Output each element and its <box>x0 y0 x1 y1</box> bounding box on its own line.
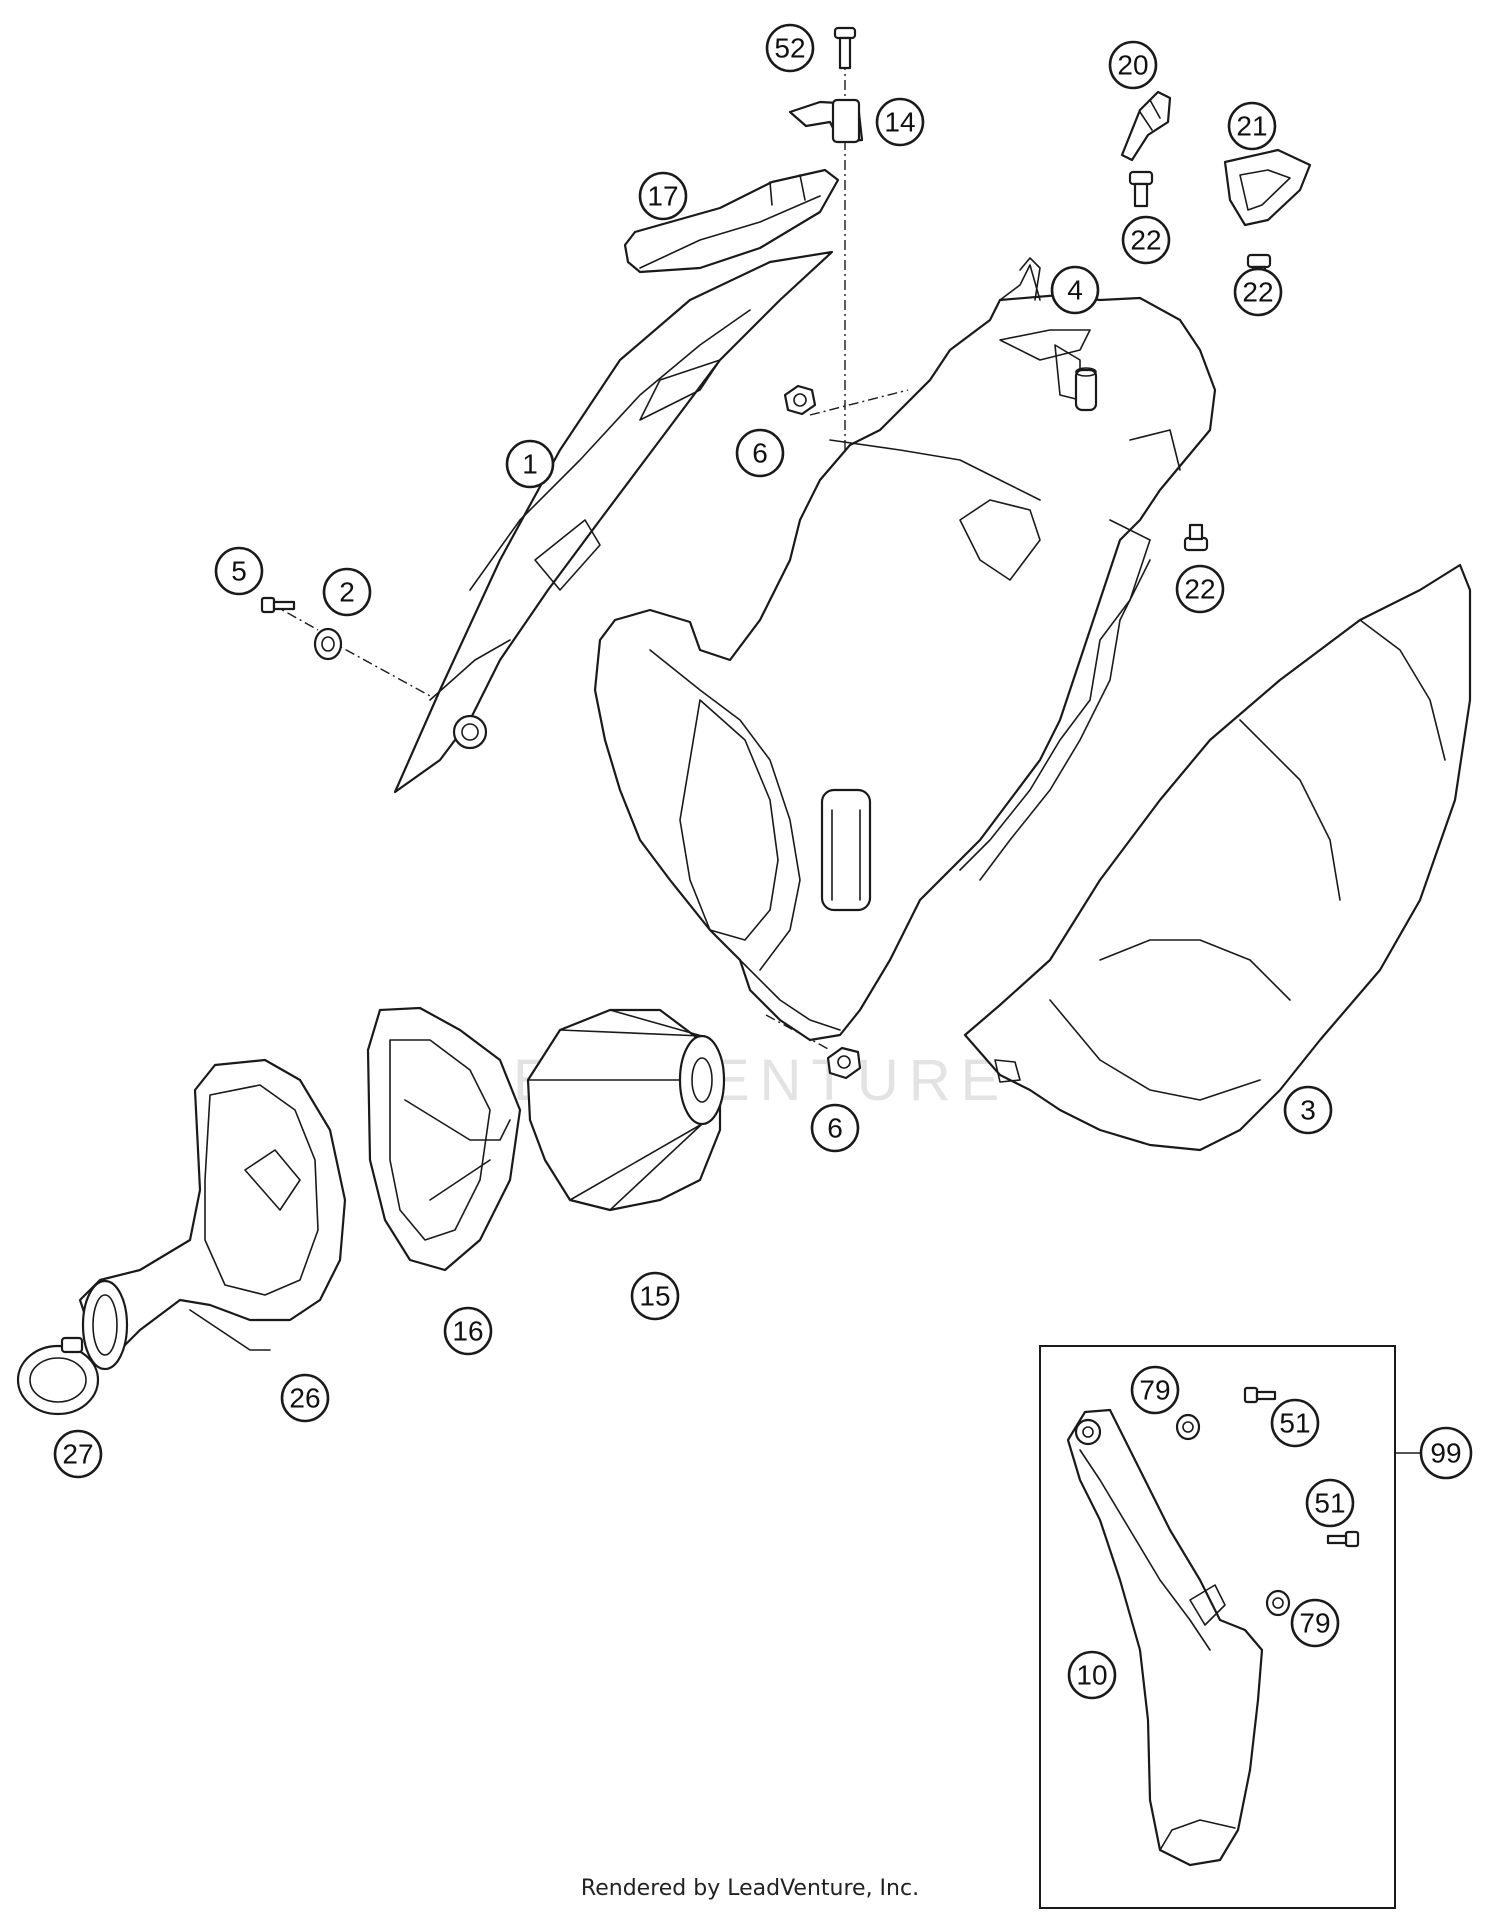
callout-10: 10 <box>1067 1650 1117 1700</box>
callout-6-lower: 6 <box>810 1103 860 1153</box>
part-51-screw-upper <box>1243 1386 1277 1404</box>
callout-79-upper: 79 <box>1130 1365 1180 1415</box>
part-15-filter <box>526 1008 726 1212</box>
callout-4: 4 <box>1050 265 1100 315</box>
part-16-filter-cage <box>366 1006 522 1272</box>
kit-99-box <box>1039 1345 1396 1909</box>
callout-22-c: 22 <box>1175 564 1225 614</box>
svg-text:16: 16 <box>452 1316 483 1347</box>
part-6-nut-upper <box>783 384 817 416</box>
svg-text:26: 26 <box>289 1383 320 1414</box>
part-79-washer-upper <box>1175 1413 1201 1441</box>
part-51-screw-lower <box>1326 1530 1360 1548</box>
svg-text:5: 5 <box>231 556 247 587</box>
svg-text:21: 21 <box>1236 111 1267 142</box>
part-10-number-plate <box>1066 1408 1264 1867</box>
callout-14: 14 <box>875 97 925 147</box>
svg-text:27: 27 <box>62 1439 93 1470</box>
part-52-screw <box>833 26 857 70</box>
callout-3: 3 <box>1283 1085 1333 1135</box>
part-14-clip <box>788 98 864 144</box>
svg-text:22: 22 <box>1242 277 1273 308</box>
part-6-nut-lower <box>826 1046 862 1080</box>
svg-text:4: 4 <box>1067 275 1083 306</box>
footer-credit: Rendered by LeadVenture, Inc. <box>580 1876 920 1901</box>
part-3-side-panel <box>963 563 1472 1152</box>
svg-text:2: 2 <box>339 577 355 608</box>
callout-99: 99 <box>1419 1426 1473 1480</box>
callout-52: 52 <box>765 23 815 73</box>
callout-51-lower: 51 <box>1305 1478 1355 1528</box>
part-26-intake-boot <box>78 1058 347 1371</box>
svg-text:79: 79 <box>1299 1608 1330 1639</box>
callout-15: 15 <box>630 1271 680 1321</box>
svg-text:15: 15 <box>639 1281 670 1312</box>
part-21-grommet <box>1223 148 1312 227</box>
part-20-bracket <box>1120 90 1172 162</box>
svg-text:79: 79 <box>1139 1375 1170 1406</box>
svg-text:6: 6 <box>827 1113 843 1144</box>
svg-text:99: 99 <box>1430 1438 1461 1469</box>
svg-text:20: 20 <box>1117 50 1148 81</box>
part-4-bushing <box>1074 367 1098 412</box>
airbox-housing <box>593 257 1217 1042</box>
callout-22-b: 22 <box>1233 267 1283 317</box>
svg-text:6: 6 <box>752 438 768 469</box>
svg-text:22: 22 <box>1184 574 1215 605</box>
callout-6-upper: 6 <box>735 428 785 478</box>
callout-20: 20 <box>1108 40 1158 90</box>
svg-text:52: 52 <box>774 33 805 64</box>
svg-text:3: 3 <box>1300 1095 1316 1126</box>
callout-1: 1 <box>505 439 555 489</box>
svg-text:10: 10 <box>1076 1660 1107 1691</box>
part-5-screw <box>260 596 296 614</box>
callout-51-upper: 51 <box>1270 1398 1320 1448</box>
part-79-washer-lower <box>1265 1589 1291 1617</box>
part-22-screw-upper <box>1128 170 1154 208</box>
callout-16: 16 <box>443 1306 493 1356</box>
part-1-side-cover <box>393 250 834 794</box>
callout-5: 5 <box>214 546 264 596</box>
callout-2: 2 <box>322 567 372 617</box>
callout-21: 21 <box>1227 101 1277 151</box>
callout-22-a: 22 <box>1121 215 1171 265</box>
callout-27: 27 <box>53 1429 103 1479</box>
callout-26: 26 <box>280 1373 330 1423</box>
part-2-washer <box>313 627 343 661</box>
svg-text:14: 14 <box>884 107 915 138</box>
callout-17: 17 <box>638 171 688 221</box>
svg-text:51: 51 <box>1279 1408 1310 1439</box>
part-27-clamp <box>16 1336 100 1416</box>
part-17-strip <box>623 168 840 274</box>
svg-text:51: 51 <box>1314 1488 1345 1519</box>
svg-text:22: 22 <box>1130 225 1161 256</box>
svg-text:1: 1 <box>522 449 538 480</box>
callout-79-lower: 79 <box>1290 1598 1340 1648</box>
svg-text:17: 17 <box>647 181 678 212</box>
part-22-screw-lower <box>1183 523 1209 552</box>
